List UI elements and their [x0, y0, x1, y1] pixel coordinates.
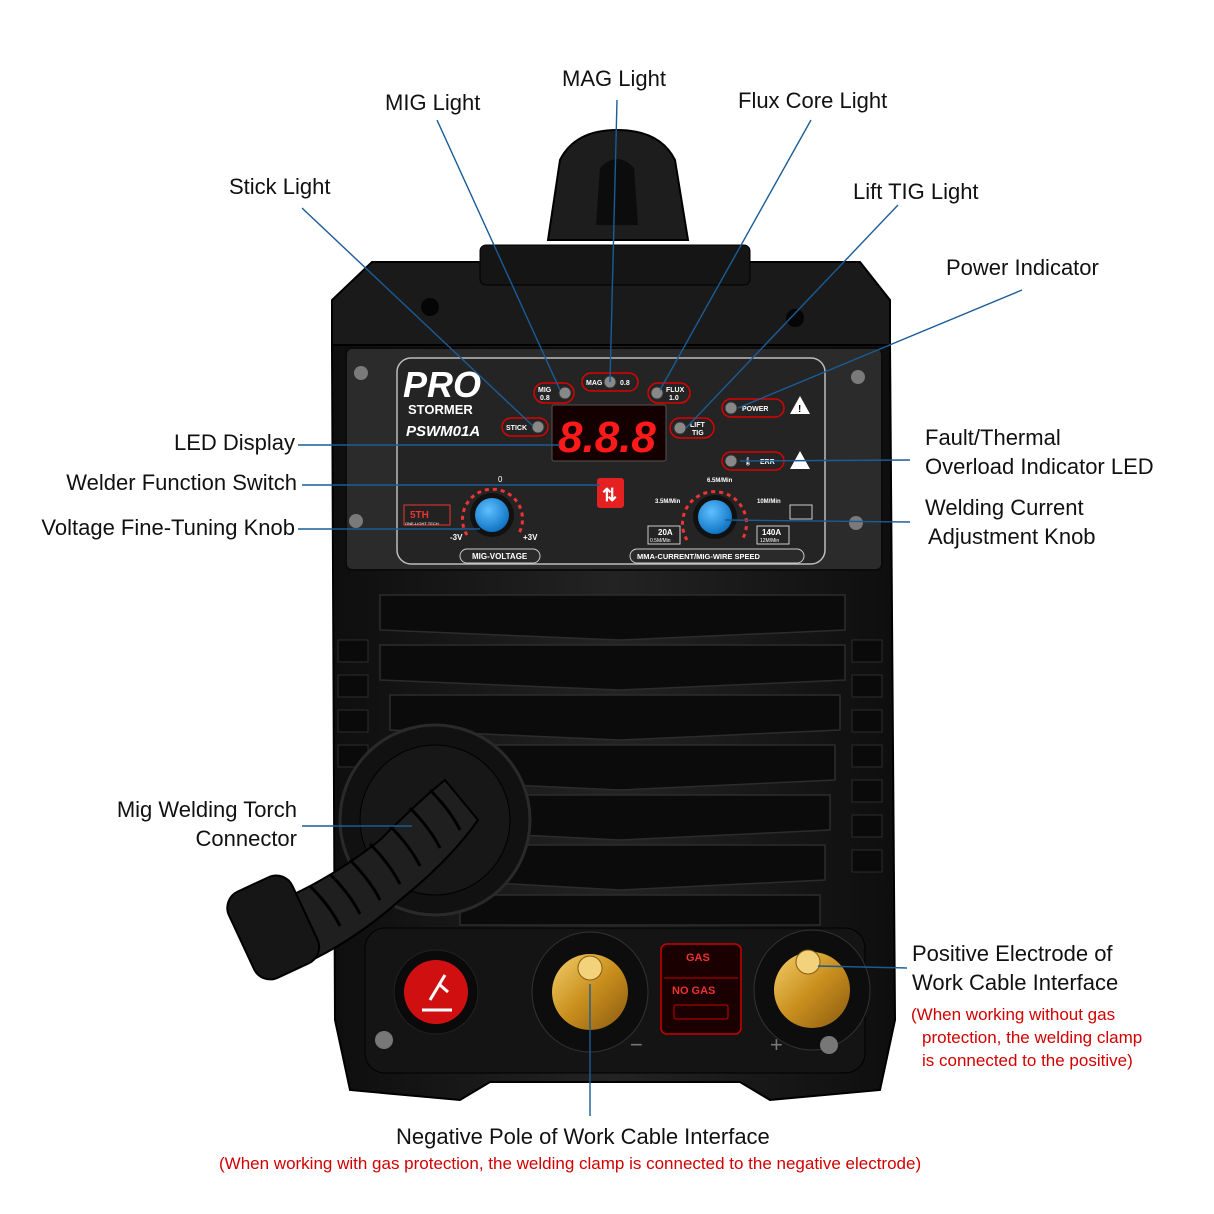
svg-text:−: −	[630, 1032, 643, 1057]
svg-text:-3V: -3V	[450, 533, 463, 542]
svg-text:POWER: POWER	[742, 406, 768, 413]
svg-text:MIG: MIG	[538, 387, 552, 394]
label-fault-indicator: Fault/Thermal Overload Indicator LED	[925, 424, 1154, 481]
label-flux-core-light: Flux Core Light	[738, 88, 888, 113]
current-knob-line-2: Adjustment Knob	[928, 523, 1096, 549]
svg-text:5TH: 5TH	[410, 510, 429, 521]
svg-text:+3V: +3V	[523, 533, 538, 542]
top-ridge	[479, 244, 751, 286]
svg-text:!: !	[798, 404, 801, 415]
svg-text:0.5M/Min: 0.5M/Min	[650, 538, 671, 544]
side-vents-left	[337, 639, 369, 768]
welding-symbol-plate	[393, 949, 479, 1035]
foot-screw	[820, 1036, 838, 1054]
svg-text:LIFT: LIFT	[690, 422, 705, 429]
svg-text:TIG: TIG	[692, 430, 704, 437]
side-vents-right	[851, 639, 883, 873]
gas-selector-plate: GAS NO GAS	[660, 943, 742, 1035]
positive-terminal-note: (When working without gas protection, th…	[911, 1004, 1142, 1073]
panel-screw	[349, 514, 363, 528]
badge	[403, 504, 451, 526]
panel-screw	[354, 366, 368, 380]
svg-text:FLUX: FLUX	[666, 387, 685, 394]
model-name: PSWM01A	[406, 423, 480, 440]
svg-text:20A: 20A	[658, 528, 673, 537]
svg-text:MMA-CURRENT/MIG-WIRE SPEED: MMA-CURRENT/MIG-WIRE SPEED	[637, 552, 760, 561]
mig-led-group: MIG 0.8	[533, 382, 575, 404]
svg-text:NO GAS: NO GAS	[672, 985, 715, 997]
svg-text:10M/Min: 10M/Min	[757, 499, 781, 505]
panel-screw	[851, 370, 865, 384]
svg-text:3.5M/Min: 3.5M/Min	[655, 499, 681, 505]
label-function-switch: Welder Function Switch	[66, 470, 297, 495]
function-switch	[597, 478, 624, 508]
svg-text:12M/Min: 12M/Min	[760, 538, 779, 544]
power-led-group: POWER !	[721, 396, 810, 418]
voltage-knob-dial: 0 -3V +3V MIG-VOLTAGE	[450, 475, 541, 564]
positive-note-2: protection, the welding clamp	[922, 1027, 1143, 1047]
label-power-indicator: Power Indicator	[946, 255, 1099, 280]
label-torch-connector: Mig Welding Torch Connector	[117, 796, 297, 853]
positive-note-1: (When working without gas	[911, 1005, 1116, 1024]
svg-text:0.8: 0.8	[540, 395, 550, 402]
svg-text:MAG: MAG	[586, 380, 603, 387]
current-knob-dial: 6.5M/Min 3.5M/Min 10M/Min 20A 0.5M/Min 1…	[629, 478, 813, 564]
callout-lines	[298, 99, 1023, 1116]
screw-hole-left	[421, 298, 439, 316]
svg-text:0: 0	[498, 475, 503, 484]
led-display-value: 8.8.8	[558, 413, 656, 462]
label-led-display: LED Display	[173, 430, 295, 455]
fault-line-2: Overload Indicator LED	[925, 453, 1154, 479]
svg-text:ERR: ERR	[760, 459, 775, 466]
positive-line-2: Work Cable Interface	[912, 969, 1119, 995]
positive-line-1: Positive Electrode of	[912, 941, 1113, 966]
fault-line-1: Fault/Thermal	[925, 425, 1061, 450]
svg-text:STICK: STICK	[506, 425, 527, 432]
torch-line-2: Connector	[195, 825, 297, 851]
handle-grip	[596, 159, 638, 225]
svg-text:GAS: GAS	[686, 952, 710, 964]
brand-bottom: STORMER	[408, 402, 473, 417]
label-mig-light: MIG Light	[385, 90, 481, 115]
label-negative-terminal: Negative Pole of Work Cable Interface	[396, 1124, 770, 1149]
label-lift-tig-light: Lift TIG Light	[853, 179, 979, 204]
svg-text:MIG-VOLTAGE: MIG-VOLTAGE	[472, 552, 528, 561]
svg-text:6.5M/Min: 6.5M/Min	[707, 478, 733, 484]
label-voltage-knob: Voltage Fine-Tuning Knob	[41, 515, 295, 540]
torch-connector	[226, 723, 532, 981]
torch-line-1: Mig Welding Torch	[116, 797, 297, 822]
label-current-knob: Welding Current Adjustment Knob	[925, 494, 1096, 551]
screw-hole-right	[786, 309, 804, 327]
svg-text:+: +	[770, 1032, 783, 1057]
label-mag-light: MAG Light	[562, 66, 666, 91]
flux-led-group: FLUX 1.0	[647, 382, 691, 404]
negative-terminal-note: (When working with gas protection, the w…	[219, 1154, 922, 1173]
brand-top: PRO	[403, 364, 481, 405]
label-stick-light: Stick Light	[229, 174, 331, 199]
positive-note-3: is connected to the positive)	[922, 1050, 1133, 1070]
current-knob-line-1: Welding Current	[925, 495, 1084, 520]
svg-text:0.8: 0.8	[620, 380, 630, 387]
label-positive-terminal: Positive Electrode of Work Cable Interfa…	[912, 940, 1118, 997]
led-display-screen	[551, 404, 667, 462]
svg-text:140A: 140A	[762, 528, 781, 537]
svg-text:1.0: 1.0	[669, 395, 679, 402]
svg-text:ONE-LIGHT TECH: ONE-LIGHT TECH	[405, 521, 439, 526]
foot-screw	[375, 1031, 393, 1049]
positive-terminal: +	[753, 929, 871, 1057]
lift-tig-led-group: LIFT TIG	[669, 417, 715, 439]
svg-text:⇅: ⇅	[602, 485, 617, 505]
panel-screw	[849, 516, 863, 530]
